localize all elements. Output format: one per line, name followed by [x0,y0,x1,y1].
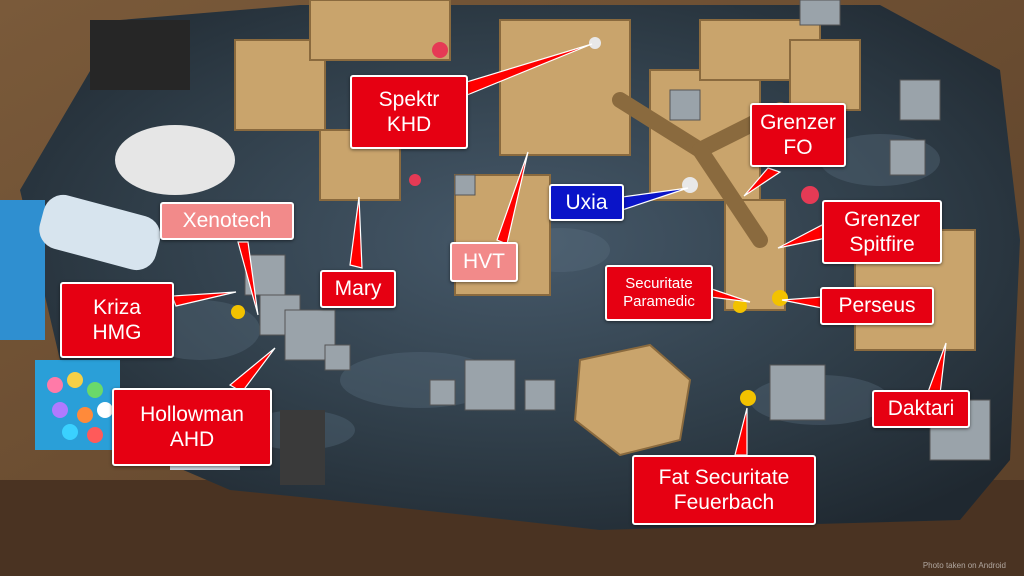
label-grenzer-spitfire: Grenzer Spitfire [822,200,942,264]
token-template [115,125,235,195]
dice-pile [47,372,113,443]
label-grenzer-fo: Grenzer FO [750,103,846,167]
xenotech-pointer [237,241,259,316]
label-securitate-paramedic: Securitate Paramedic [605,265,713,321]
can [39,194,161,271]
pointer-lines [171,43,947,456]
label-hvt: HVT [450,242,518,282]
label-hollowman-ahd: Hollowman AHD [112,388,272,466]
label-xenotech: Xenotech [160,202,294,240]
mary-pointer [349,196,363,269]
label-mary: Mary [320,270,396,308]
label-daktari: Daktari [872,390,970,428]
card [280,410,325,485]
label-spektr-khd: Spektr KHD [350,75,468,149]
black-bag [90,20,190,90]
blue-crate [0,200,45,340]
label-fat-securitate-feuerbach: Fat Securitate Feuerbach [632,455,816,525]
grenzer-fo-pointer [743,167,782,197]
kriza-hmg-pointer [171,291,237,307]
label-perseus: Perseus [820,287,934,325]
miniatures [231,37,819,406]
label-kriza-hmg: Kriza HMG [60,282,174,358]
label-uxia: Uxia [549,184,624,221]
photo-credit: Photo taken on Android [922,561,1006,570]
